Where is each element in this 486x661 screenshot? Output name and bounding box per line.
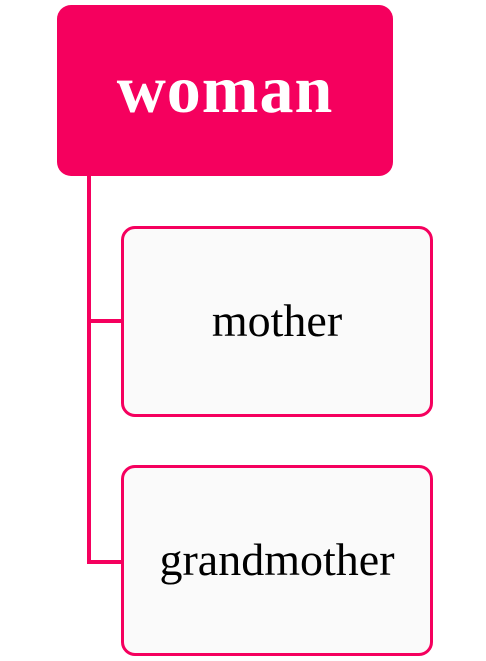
connector-trunk-line (87, 176, 91, 564)
root-node-label: woman (116, 50, 334, 127)
child-node-grandmother: grandmother (121, 465, 433, 656)
child-node-label: grandmother (159, 533, 395, 585)
child-node-label: mother (211, 294, 343, 346)
connector-branch-grandmother (87, 560, 123, 564)
connector-branch-mother (87, 319, 123, 323)
root-node-woman: woman (57, 5, 393, 176)
child-node-mother: mother (121, 226, 433, 417)
